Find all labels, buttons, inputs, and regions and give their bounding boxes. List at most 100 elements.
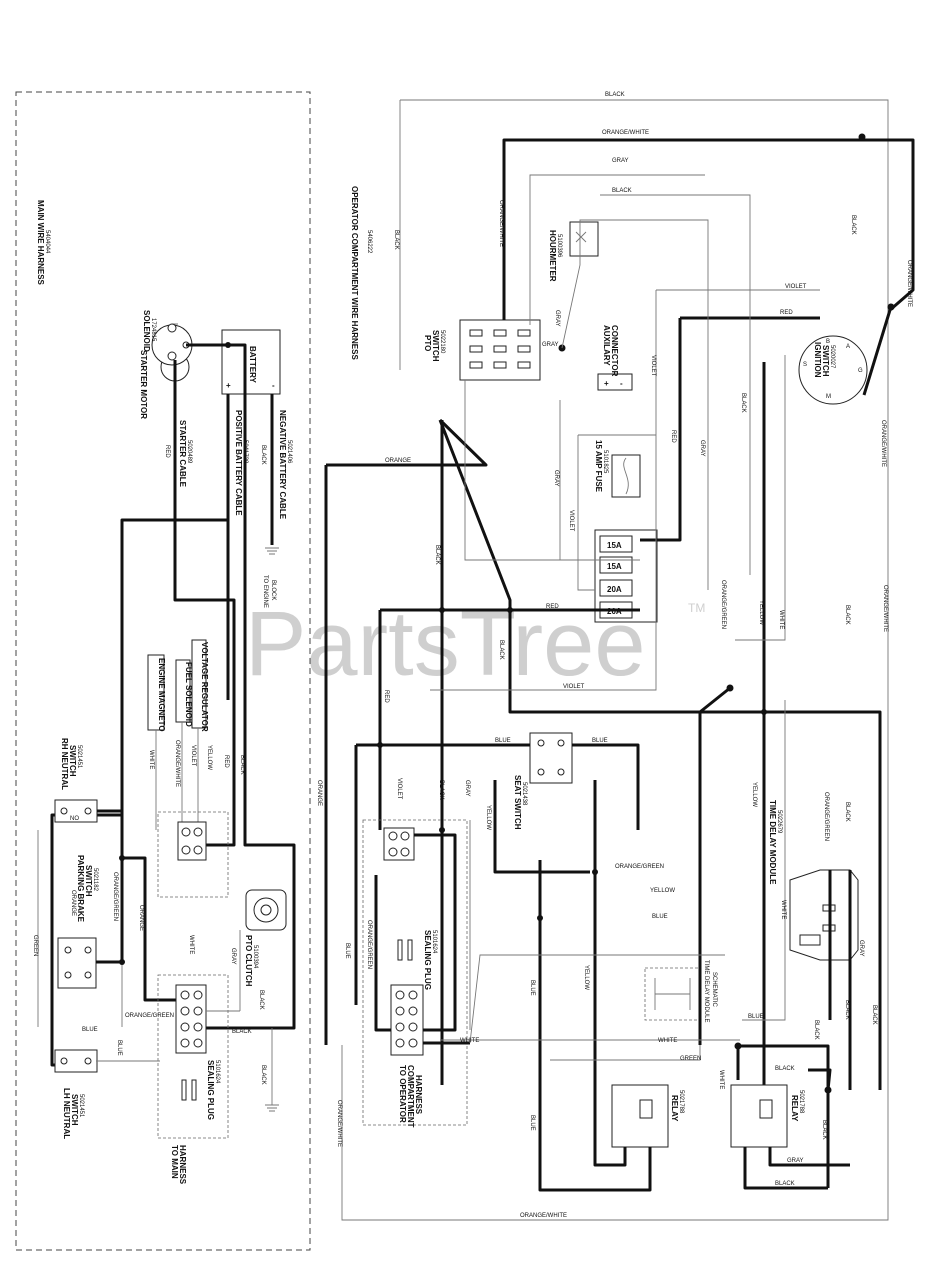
engine-connector-region: [157, 811, 229, 898]
neg-cable-label: NEGATIVE BATTERY CABLE: [278, 410, 287, 520]
white-wire-plug: WHITE: [460, 1038, 479, 1044]
fuse-15a-inline: [611, 454, 641, 498]
rh-neutral-part: 5021451: [76, 745, 82, 769]
magneto-wire-color: WHITE: [148, 750, 154, 769]
og-wire-tdm: ORANGE/GREEN: [823, 792, 829, 841]
pto-switch-label-1: PTO: [423, 335, 432, 351]
regulator-wire-color: YELLOW: [206, 745, 212, 770]
fuse-red-wire: RED: [670, 430, 676, 443]
left-red-wire: RED: [383, 690, 389, 703]
green-wire-relay: GREEN: [680, 1056, 701, 1062]
main-red-wire-color: RED: [223, 755, 229, 768]
battery: [221, 329, 281, 395]
fuse-1: [599, 535, 633, 553]
main-harness-border: [15, 91, 311, 1251]
lh-neutral-label-1: LH NEUTRAL: [62, 1088, 71, 1139]
rh-neutral-label-2: SWITCH: [68, 745, 77, 777]
main-plug-region: [157, 974, 229, 1139]
time-delay-part: 5022679: [776, 810, 782, 834]
yellow-vertical: YELLOW: [758, 600, 764, 625]
black-wire-ign: BLACK: [740, 393, 746, 413]
time-delay-module: [789, 869, 859, 961]
blue-wire-relay: BLUE: [748, 1014, 764, 1020]
violet-wire-low: VIOLET: [563, 684, 585, 690]
pto-switch-label-2: SWITCH: [431, 330, 440, 362]
gray-wire-ign: GRAY: [699, 440, 705, 457]
pto-switch-part: 5022180: [439, 330, 445, 354]
engine-magneto-label: ENGINE MAGNETO: [157, 658, 166, 732]
engine-block-label-1: TO ENGINE: [262, 575, 268, 608]
sealing-plug-2-label: SEALING PLUG: [423, 930, 432, 990]
yellow-wire-seat: YELLOW: [650, 888, 675, 894]
to-op-label-1: TO OPERATOR: [398, 1065, 407, 1123]
lh-blue-wire-2: BLUE: [116, 1040, 122, 1056]
black-wire-tdm: BLACK: [844, 802, 850, 822]
top-black-wire: BLACK: [605, 92, 625, 98]
time-delay-label: TIME DELAY MODULE: [768, 800, 777, 885]
pto-switch-pins: [469, 329, 531, 369]
hourmeter: [569, 221, 599, 257]
right-ow-wire: ORANGE/WHITE: [906, 260, 912, 307]
seat-yellow-wire: YELLOW: [485, 805, 491, 830]
sealing-plug-2-part: 5101624: [431, 930, 437, 954]
black-wire-far-right: BLACK: [844, 605, 850, 625]
fuse-3: [599, 579, 633, 597]
rh-neutral-label-1: RH NEUTRAL: [60, 738, 69, 790]
black-frame-wire: [341, 99, 889, 1221]
yellow-wire-tdm: YELLOW: [751, 782, 757, 807]
mid-red-wire: RED: [546, 604, 559, 610]
aux-label-2: CONNECTOR: [610, 325, 619, 377]
parking-label-2: SWITCH: [84, 865, 93, 897]
ignition-s: S: [803, 362, 807, 368]
main-black-wire-color: BLACK: [239, 755, 245, 775]
seat-switch-label: SEAT SWITCH: [513, 775, 522, 830]
black-wire-relay-top: BLACK: [775, 1066, 795, 1072]
main-og-wire-label: ORANGE/GREEN: [125, 1013, 174, 1019]
watermark-trademark: TM: [688, 601, 705, 615]
chassis-ground-icon: [265, 1104, 279, 1112]
black-wire-relay-bottom: BLACK: [775, 1181, 795, 1187]
lh-neutral-part: 5021451: [78, 1094, 84, 1118]
violet-wire-mid: VIOLET: [568, 510, 574, 532]
gray-wire-plug: GRAY: [464, 780, 470, 797]
ign-ow-wire: ORANGE/WHITE: [880, 420, 886, 467]
fuse-2-label: 15A: [607, 562, 622, 571]
right-black-wire: BLACK: [850, 215, 856, 235]
center-black-wire: BLACK: [434, 545, 440, 565]
sealing-plug-part: 5101624: [214, 1060, 220, 1084]
top-ow-wire: ORANGE/WHITE: [602, 130, 649, 136]
og-wire-seat: ORANGE/GREEN: [615, 864, 664, 870]
black-wire-tdm-3: BLACK: [871, 1005, 877, 1025]
violet-wire-plug: VIOLET: [396, 778, 402, 800]
to-main-label-1: TO MAIN: [170, 1145, 179, 1179]
hourmeter-part: 5100396: [556, 234, 562, 258]
neg-cable-wire-color: BLACK: [260, 445, 266, 465]
parking-orange-wire-2: ORANGE: [138, 905, 144, 931]
relay-2: [730, 1084, 788, 1148]
ignition-b: B: [826, 339, 830, 345]
black-wire-relay-2: BLACK: [821, 1120, 827, 1140]
auxiliary-connector: [597, 373, 633, 391]
blue-wire-plug: BLUE: [344, 943, 350, 959]
seat-switch: [529, 732, 573, 784]
neg-cable-part: 5021406: [286, 440, 292, 464]
operator-harness-title: OPERATOR COMPARTMENT WIRE HARNESS: [350, 186, 359, 360]
black-wire-mid: BLACK: [498, 640, 504, 660]
engine-connector: [177, 821, 207, 861]
pto-ow-wire: ORANGE/WHITE: [498, 200, 504, 247]
ignition-part: 5020027: [829, 345, 835, 369]
gray-wire-tdm: GRAY: [858, 940, 864, 957]
blue-wire-relay-3: BLUE: [529, 1115, 535, 1131]
pto-black-wire: BLACK: [258, 990, 264, 1010]
upper-black-wire: BLACK: [393, 230, 399, 250]
tdm-schematic-label-2: SCHEMATIC: [711, 972, 717, 1008]
pos-cable-label: POSITIVE BATTERY CABLE: [234, 410, 243, 516]
parking-label-1: PARKING BRAKE: [76, 855, 85, 923]
main-white-wire: WHITE: [188, 935, 194, 954]
black-wire-plug: BLACK: [438, 780, 444, 800]
white-wire-relay: WHITE: [658, 1038, 677, 1044]
bottom-ow-wire: ORANGE/WHITE: [520, 1213, 567, 1219]
watermark: PartsTree: [245, 593, 645, 695]
white-wire-right: WHITE: [778, 610, 784, 629]
left-ow-wire: ORANGE/WHITE: [336, 1100, 342, 1147]
